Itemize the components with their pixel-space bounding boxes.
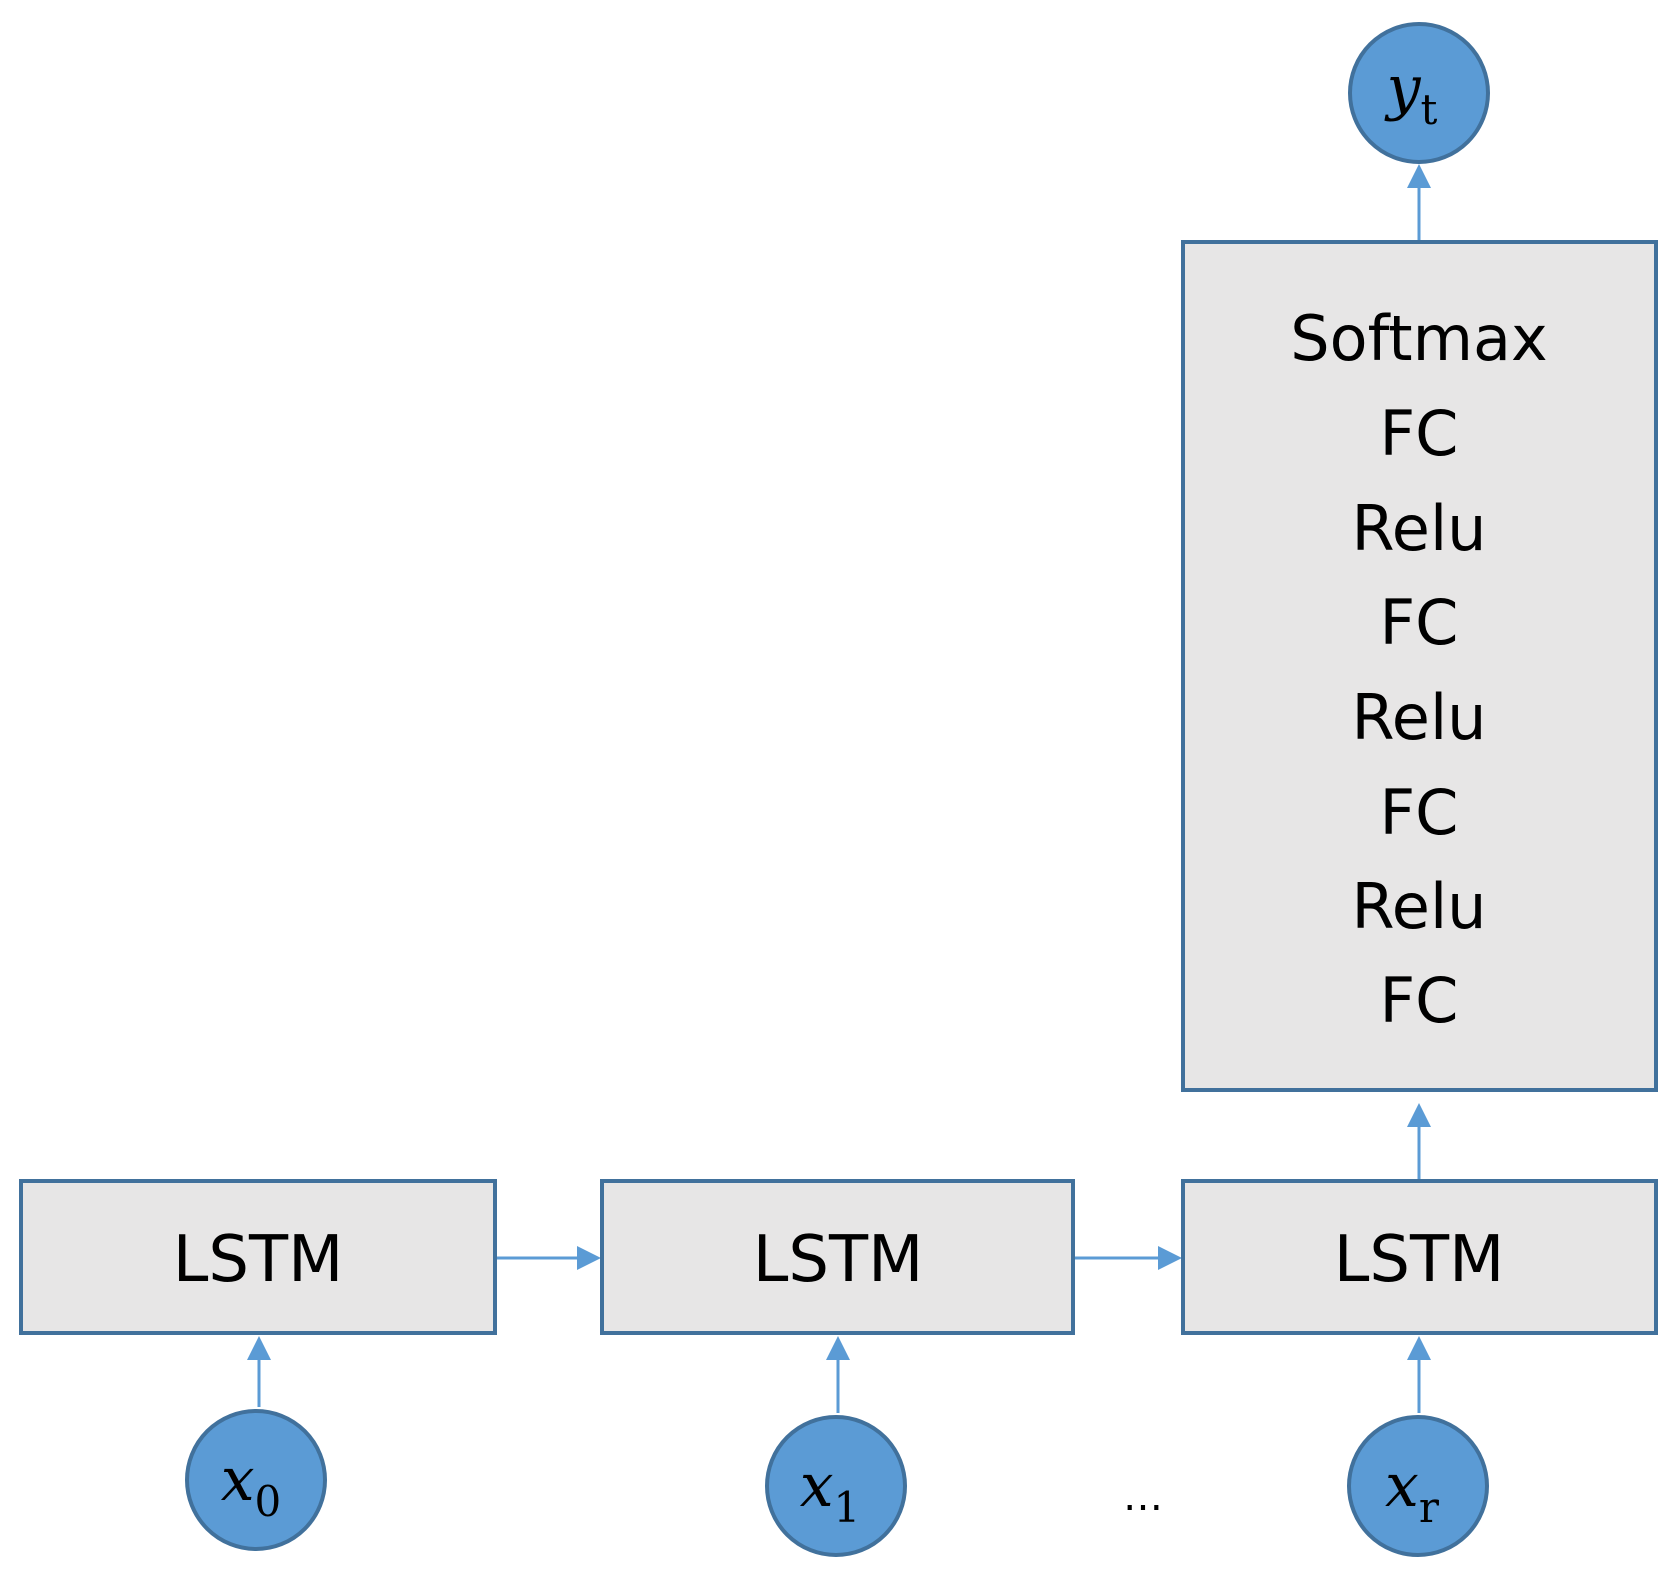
input-node-circle [765, 1415, 907, 1557]
head-layer-fc: FC [1380, 776, 1459, 849]
lstm-cell-2: LSTM [1181, 1179, 1658, 1335]
input-node-circle [185, 1409, 327, 1551]
connection-arrows [247, 164, 1431, 1413]
head-layer-fc: FC [1380, 964, 1459, 1037]
head-layer-relu: Relu [1352, 870, 1487, 943]
input-node-0: x0 [185, 1409, 327, 1551]
lstm-cell-label: LSTM [753, 1223, 924, 1297]
arrow-head-input-0 [247, 1336, 271, 1360]
output-node: yt [1348, 22, 1490, 164]
lstm-cell-box [1181, 1179, 1658, 1335]
arrow-head-input-1 [826, 1336, 850, 1360]
input-node-circle [1347, 1415, 1489, 1557]
input-node-r: xr [1347, 1415, 1489, 1557]
input-node-label: x0 [221, 1445, 282, 1526]
arrow-head-output [1407, 164, 1431, 188]
head-block: Softmax FC Relu FC Relu FC Relu FC [1181, 240, 1658, 1092]
lstm-cell-label: LSTM [1334, 1223, 1505, 1297]
arrow-head-lstm-0-to-1 [577, 1246, 601, 1270]
head-layer-relu: Relu [1352, 681, 1487, 754]
lstm-cell-label: LSTM [173, 1223, 344, 1297]
lstm-cell-box [19, 1179, 497, 1335]
ellipsis: … [1123, 1474, 1163, 1520]
output-node-circle [1348, 22, 1490, 164]
lstm-cell-0: LSTM [19, 1179, 497, 1335]
head-layer-relu: Relu [1352, 492, 1487, 565]
lstm-cell-1: LSTM [600, 1179, 1075, 1335]
arrow-head-input-r [1407, 1336, 1431, 1360]
input-node-label: x1 [800, 1451, 861, 1532]
head-layer-softmax: Softmax [1290, 302, 1547, 375]
head-layer-fc: FC [1380, 586, 1459, 659]
arrow-head-lstm-2-to-head [1407, 1103, 1431, 1127]
lstm-cell-box [600, 1179, 1075, 1335]
output-node-label: yt [1384, 53, 1438, 134]
head-block-box [1181, 240, 1658, 1092]
input-node-1: x1 [765, 1415, 907, 1557]
arrow-head-lstm-1-to-2 [1158, 1246, 1182, 1270]
input-node-label: xr [1385, 1451, 1440, 1532]
head-layer-fc: FC [1380, 397, 1459, 470]
